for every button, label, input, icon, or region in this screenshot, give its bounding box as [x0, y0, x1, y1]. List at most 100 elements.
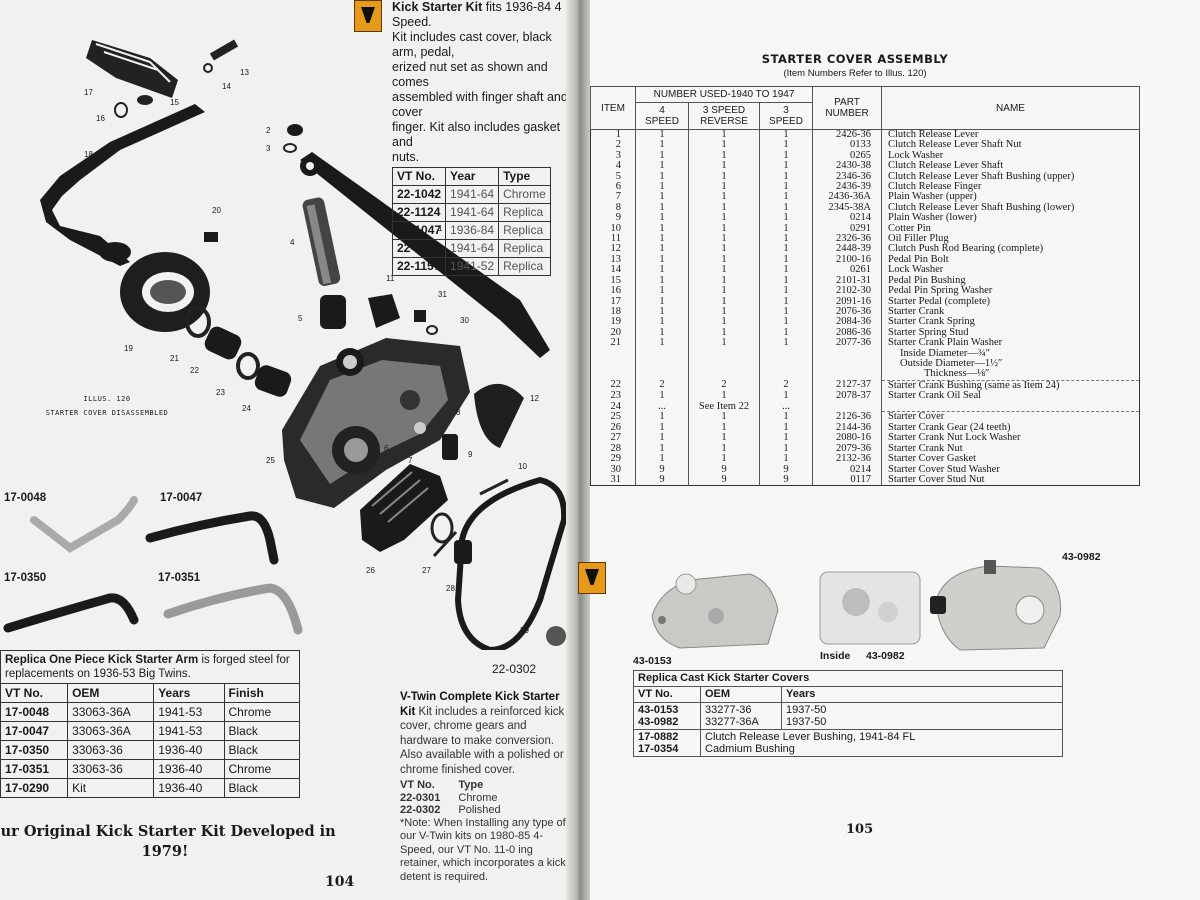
part-name: Starter Crank Oil Seal — [881, 390, 1140, 402]
bushing-vt: 17-0354 — [638, 743, 679, 755]
header-3-speed-reverse: 3 SPEED REVERSE — [688, 102, 760, 130]
arm-vt: 17-0351 — [0, 759, 69, 779]
qty-4-speed: 1 — [635, 171, 689, 183]
item-number: 21 — [610, 337, 622, 349]
item-number — [591, 359, 636, 369]
push-rod-bearing-part — [474, 383, 524, 448]
qty-3-speed: 9 — [759, 464, 813, 475]
arm-header-vt: VT No. — [0, 683, 69, 703]
item-number: 4 — [615, 160, 621, 172]
arm-years: 1941-53 — [153, 721, 225, 741]
item-number: 23 — [610, 390, 622, 402]
kit-type: Replica — [498, 203, 551, 222]
vtwin-header-vt: VT No. — [400, 779, 435, 791]
arm-header-years: Years — [153, 683, 225, 703]
qty-4-speed: 1 — [635, 212, 689, 224]
part-number — [812, 348, 882, 359]
part-number: 2091-16 — [812, 296, 882, 307]
header-name: NAME — [881, 86, 1140, 130]
part-name: Lock Washer — [881, 264, 1140, 276]
qty-3-speed-reverse: 2 — [688, 380, 760, 392]
covers-header-years: Years — [781, 686, 1063, 703]
qty-4-speed: 1 — [635, 191, 689, 203]
part-name: Starter Cover Stud Washer — [881, 464, 1140, 475]
kit-desc-0: fits 1936-84 4 Speed. — [392, 0, 562, 29]
part-number: 0291 — [812, 223, 882, 235]
arm-oem: 33063-36A — [67, 702, 155, 722]
qty-3-speed: 1 — [759, 337, 813, 349]
kit-year: 1941-64 — [445, 203, 500, 222]
callout-4: 4 — [290, 238, 295, 247]
qty-3-speed: 1 — [759, 306, 813, 318]
item-number: 10 — [610, 222, 622, 234]
arm-title-row: Replica One Piece Kick Starter Arm is fo… — [0, 650, 300, 684]
qty-3-speed-reverse: 1 — [688, 275, 760, 287]
qty-3-speed-reverse: 1 — [688, 422, 760, 434]
vtwin-body: Kit includes a reinforced kick cover, ch… — [400, 705, 565, 776]
washers-part — [185, 143, 454, 544]
vtwin-vt: 22-0301 — [400, 791, 441, 804]
kit-year: 1941-52 — [445, 257, 500, 276]
qty-4-speed: 1 — [635, 275, 689, 287]
qty-4-speed: 1 — [635, 422, 689, 434]
table-row: Inside Diameter—¾″ — [591, 348, 1140, 359]
qty-4-speed: 1 — [635, 285, 689, 297]
vtwin-header-type: Type — [458, 779, 484, 791]
part-number: 2078-37 — [812, 390, 882, 402]
header-part-number: PART NUMBER — [812, 86, 882, 130]
qty-4-speed: 1 — [635, 432, 689, 444]
qty-3-speed: 1 — [759, 160, 813, 172]
arm-years: 1941-53 — [153, 702, 225, 722]
qty-3-speed: 1 — [759, 191, 813, 203]
covers-years: 1937-50 — [786, 704, 827, 716]
arm-header-finish: Finish — [223, 683, 300, 703]
part-name: Clutch Release Lever — [881, 129, 1140, 141]
page-subtitle: (Item Numbers Refer to Illus. 120) — [783, 68, 927, 79]
part-number: 2326-36 — [812, 233, 882, 245]
part-number: 2101-31 — [812, 275, 882, 287]
qty-3-speed-reverse: 1 — [688, 129, 760, 141]
kit-type: Chrome — [498, 185, 551, 204]
callout-18: 18 — [84, 150, 93, 159]
book-gutter — [566, 0, 592, 900]
item-number: 17 — [610, 295, 622, 307]
part-number: 2084-36 — [812, 316, 882, 328]
part-number: 2345-38A — [812, 202, 882, 214]
qty-3-speed: 1 — [759, 202, 813, 214]
kit-vt: 22-1047 — [391, 221, 447, 240]
callout-28: 28 — [446, 584, 455, 593]
item-number: 22 — [610, 379, 622, 391]
covers-oem: 33277-36A — [705, 716, 759, 728]
qty-3-speed-reverse: 1 — [688, 296, 760, 307]
covers-years: 1937-50 — [786, 716, 827, 728]
qty-3-speed-reverse: 1 — [688, 432, 760, 444]
item-number: 12 — [610, 243, 622, 255]
callout-29: 29 — [520, 626, 529, 635]
kick-starter-kit-section: Kick Starter Kit fits 1936-84 4 Speed. K… — [354, 0, 578, 276]
table-row: Outside Diameter—1½″ — [591, 358, 1140, 370]
part-number: 2079-36 — [812, 443, 882, 455]
qty-3-speed: ... — [759, 401, 813, 412]
qty-3-speed: 1 — [759, 233, 813, 245]
qty-3-speed-reverse: 1 — [688, 233, 760, 245]
qty-3-speed: 1 — [759, 212, 813, 224]
qty-4-speed: 1 — [635, 327, 689, 339]
arm-oem: 33063-36 — [67, 740, 155, 760]
qty-3-speed-reverse: 1 — [688, 212, 760, 224]
arm-label-17-0047: 17-0047 — [160, 492, 203, 504]
callout-11: 11 — [386, 274, 395, 283]
callout-24: 24 — [242, 404, 251, 413]
qty-3-speed: 9 — [759, 474, 813, 486]
item-number: 26 — [610, 421, 622, 433]
item-number: 24 — [610, 400, 622, 412]
